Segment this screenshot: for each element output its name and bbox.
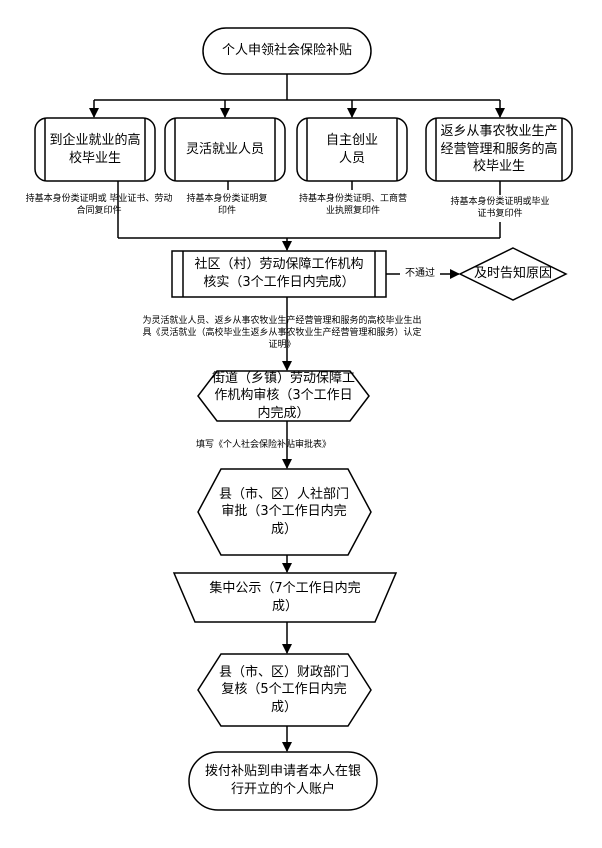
cert-note: 为灵活就业人员、返乡从事农牧业生产经营管理和服务的高校毕业生出具《灵活就业（高校… bbox=[142, 315, 422, 351]
street-review-label: 街道（乡镇）劳动保障工作机构审核（3个工作日内完成） bbox=[212, 370, 356, 421]
end-shape bbox=[188, 751, 378, 811]
branch-title-3: 自主创业人员 bbox=[325, 132, 378, 166]
end-label: 拨付补贴到申请者本人在银行开立的个人账户 bbox=[204, 764, 361, 797]
branch-shape-4 bbox=[425, 117, 573, 182]
branch-note-3: 持基本身份类证明、工商营业执照复印件 bbox=[298, 193, 407, 216]
community-review-label: 社区（村）劳动保障工作机构核实（3个工作日内完成） bbox=[194, 257, 364, 290]
reject-label: 不通过 bbox=[400, 266, 440, 282]
community-review-shape bbox=[171, 250, 387, 298]
branch-note-4: 持基本身份类证明或毕业证书复印件 bbox=[450, 196, 550, 219]
branch-title-1: 到企业就业的高校毕业生 bbox=[49, 132, 141, 166]
county-finance-shape bbox=[197, 653, 372, 727]
reject-diamond bbox=[458, 247, 568, 301]
public-notice-label: 集中公示（7个工作日内完成） bbox=[209, 580, 361, 614]
county-hr-label: 县（市、区）人社部门审批（3个工作日内完成） bbox=[218, 486, 349, 537]
reject-result-label: 及时告知原因 bbox=[473, 266, 552, 282]
street-review-shape bbox=[197, 370, 370, 422]
branch-shape-1 bbox=[34, 117, 156, 182]
county-finance-label: 县（市、区）财政部门复核（5个工作日内完成） bbox=[218, 664, 349, 715]
county-hr-shape bbox=[197, 468, 372, 556]
branch-shape-2 bbox=[164, 117, 286, 182]
fill-form-note: 填写《个人社会保险补贴审批表》 bbox=[196, 439, 332, 450]
public-notice-shape bbox=[172, 572, 398, 623]
branch-title-2: 灵活就业人员 bbox=[185, 141, 264, 157]
branch-note-2: 持基本身份类证明复印件 bbox=[186, 193, 268, 216]
start-label: 个人申领社会保险补贴 bbox=[221, 43, 352, 59]
branch-title-4: 返乡从事农牧业生产经营管理和服务的高校毕业生 bbox=[440, 124, 558, 175]
branch-note-1: 持基本身份类证明或 毕业证书、劳动合同复印件 bbox=[25, 193, 173, 216]
